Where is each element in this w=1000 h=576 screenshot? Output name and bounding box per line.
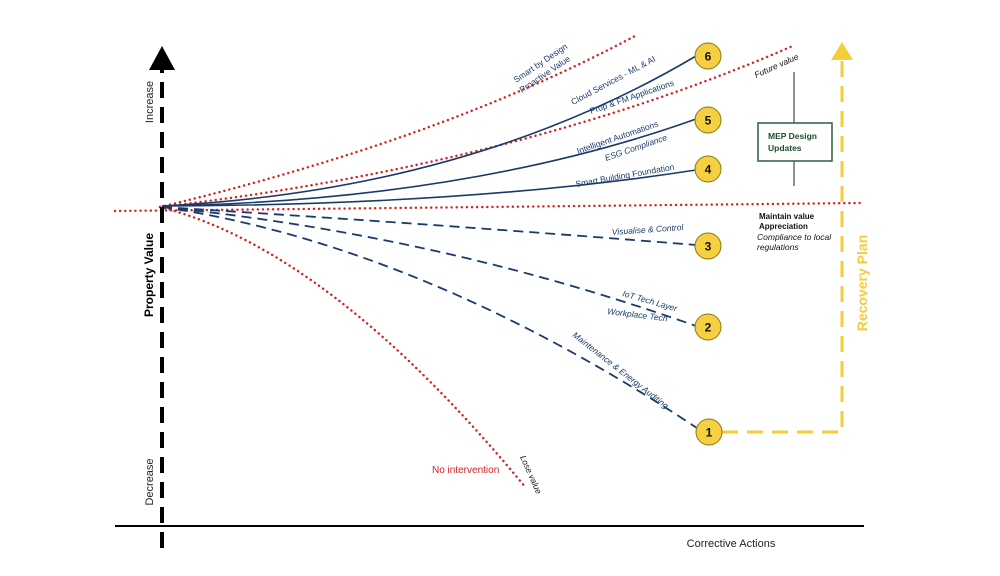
node-5: 5 [694,106,722,134]
node-3-label: 3 [705,240,712,254]
label-future-value: Future value [753,51,800,79]
line-to-node-1 [161,206,698,429]
line-to-node-2 [161,206,697,327]
label-maintenance: Maintenance & Energy Auditing [571,330,671,411]
node-4-label: 4 [705,163,712,177]
label-visualise: Visualise & Control [611,222,684,237]
maintain-title-2: Appreciation [759,222,808,231]
node-6-label: 6 [705,50,712,64]
dotted-line-maintain-value [113,201,864,213]
label-no-intervention: No intervention [432,465,499,476]
dotted-line-future-value [158,43,797,209]
line-to-node-3 [161,206,697,246]
line-to-node-6 [161,55,697,207]
dotted-line-no-intervention [158,205,528,490]
dotted-line-smart-by-design [158,34,637,209]
node-5-label: 5 [705,114,712,128]
label-lose-value: Lose value [518,454,544,496]
node-1: 1 [695,418,723,446]
recovery-dashed-line [722,58,844,434]
node-2: 2 [694,313,722,341]
mep-box [757,122,833,162]
x-axis-title: Corrective Actions [687,538,776,550]
y-axis-arrow-head [149,46,175,70]
recovery-arrow-head [831,42,853,60]
red-dotted-lines [113,34,864,490]
node-2-label: 2 [705,321,712,335]
line-to-node-5 [161,118,697,207]
navy-dashed-lines [161,206,698,429]
node-4: 4 [694,155,722,183]
y-axis-top-label: Increase [144,81,156,123]
recovery-path [722,58,844,434]
mep-box-line2: Updates [768,143,802,153]
maintain-title-1: Maintain value [759,212,815,221]
node-6: 6 [694,42,722,70]
maintain-sub-1: Compliance to local [757,232,832,242]
recovery-plan-label: Recovery Plan [854,235,870,332]
mep-box-line1: MEP Design [768,131,817,141]
line-to-node-4 [161,169,697,207]
node-1-label: 1 [706,426,713,440]
maintain-sub-2: regulations [757,242,799,252]
y-axis-bottom-label: Decrease [144,458,156,505]
navy-solid-lines [161,55,697,207]
node-3: 3 [694,232,722,260]
y-axis-title: Property Value [142,233,156,317]
